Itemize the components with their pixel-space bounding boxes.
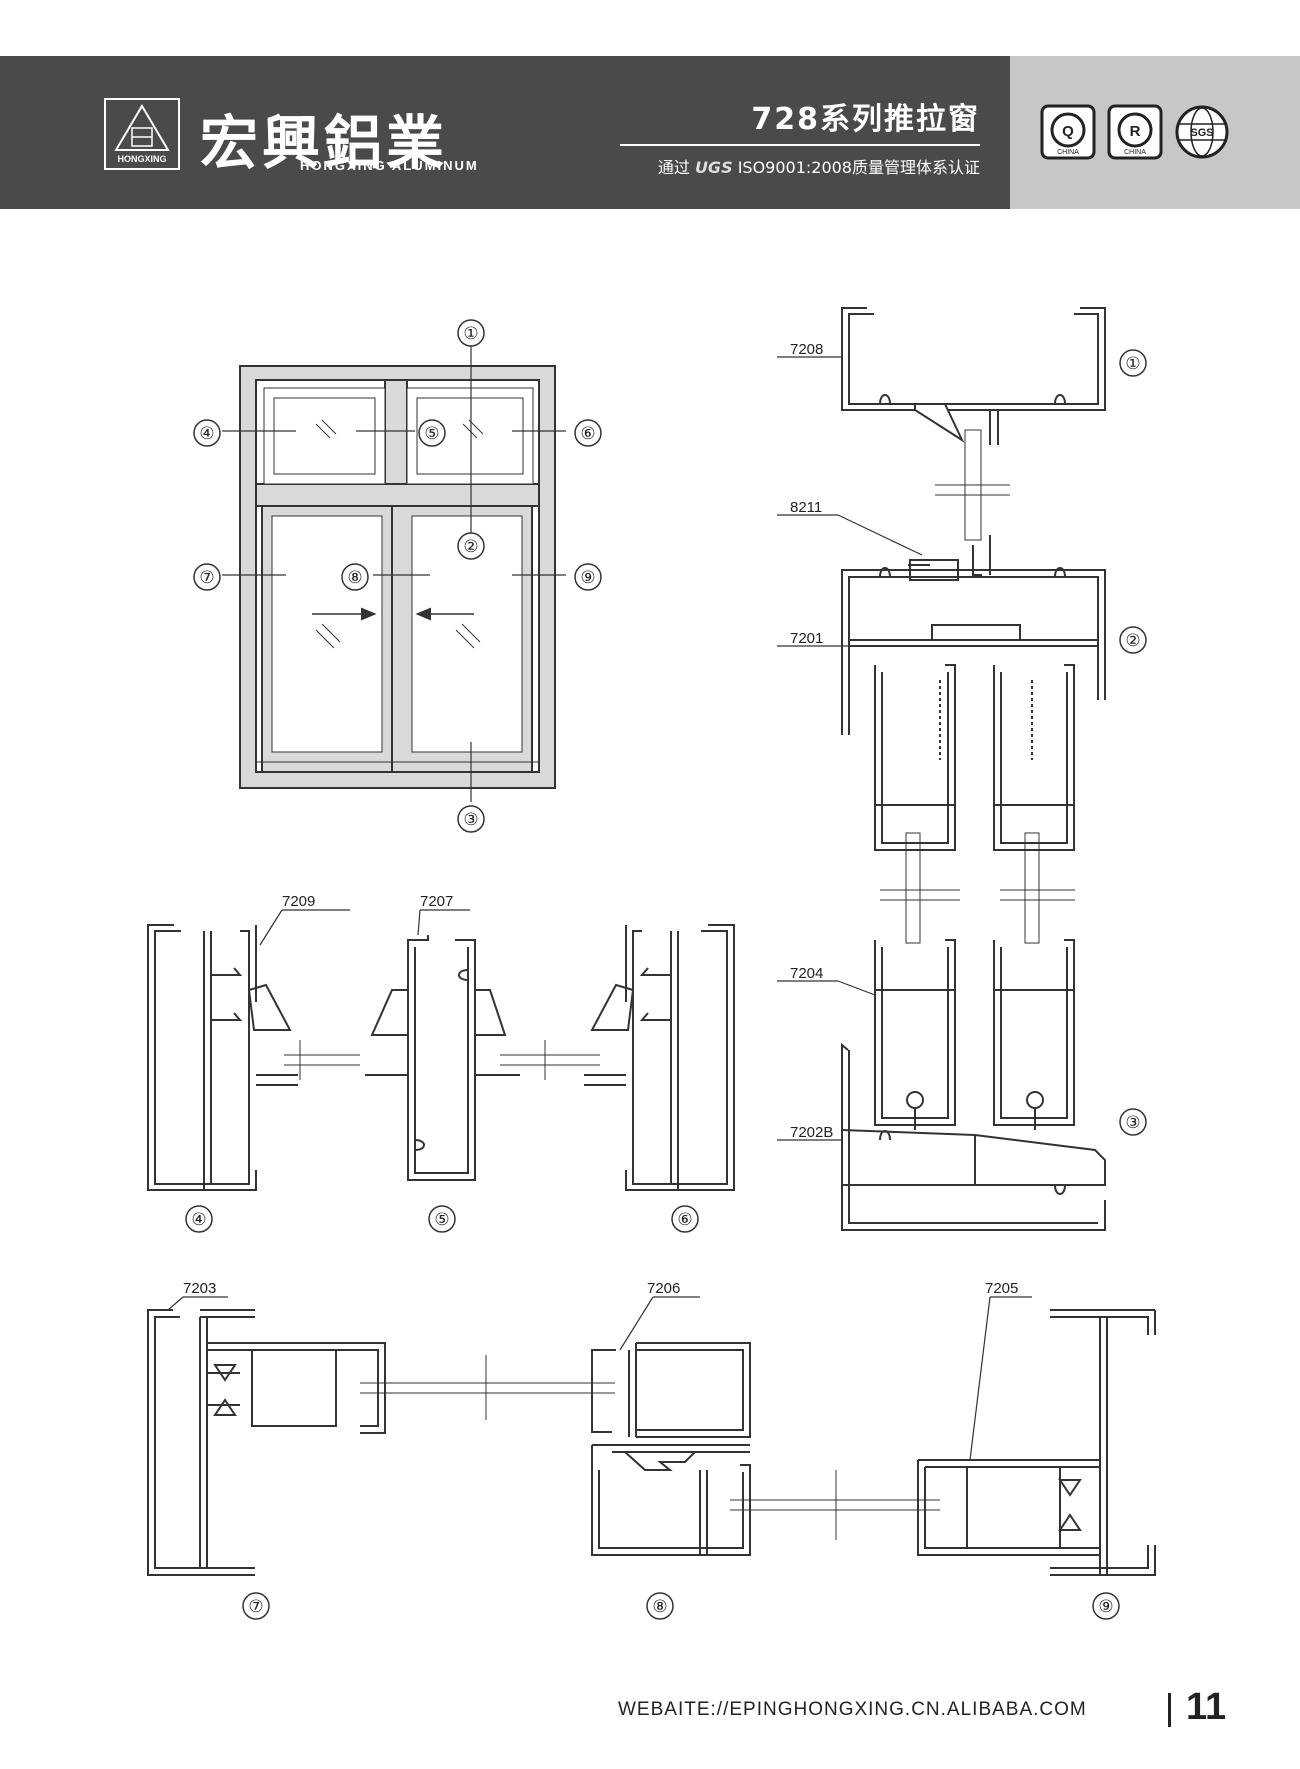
brand-name-cn: 宏興鋁業 bbox=[200, 109, 449, 177]
title-rule bbox=[620, 144, 980, 146]
vsec-callout-1: ① bbox=[1125, 354, 1140, 373]
elev-callout-4: ④ bbox=[199, 424, 214, 443]
profile-7205: 7205 bbox=[985, 1280, 1018, 1297]
elev-callout-8: ⑧ bbox=[347, 568, 362, 587]
page-number: 11 bbox=[1186, 1686, 1227, 1728]
profile-7204: 7204 bbox=[790, 965, 823, 982]
svg-text:SGS: SGS bbox=[1190, 127, 1213, 139]
cert-text: ISO9001:2008质量管理体系认证 bbox=[737, 158, 980, 177]
section-callout-9: ⑨ bbox=[1098, 1597, 1113, 1616]
elev-callout-7: ⑦ bbox=[199, 568, 214, 587]
logo-label: HONGXING bbox=[117, 154, 167, 164]
vsec-callout-3: ③ bbox=[1125, 1113, 1140, 1132]
profile-7203: 7203 bbox=[183, 1280, 216, 1297]
quality-badge-icon: Q CHINA bbox=[1040, 104, 1096, 160]
profile-7208: 7208 bbox=[790, 341, 823, 358]
elev-callout-6: ⑥ bbox=[580, 424, 595, 443]
section-callout-7: ⑦ bbox=[248, 1597, 263, 1616]
hongxing-logo-icon bbox=[104, 98, 180, 170]
footer-divider bbox=[1168, 1693, 1171, 1727]
elev-callout-3: ③ bbox=[463, 810, 478, 829]
footer-url: WEBAITE://EPINGHONGXING.CN.ALIBABA.COM bbox=[618, 1699, 1087, 1720]
profile-7207: 7207 bbox=[420, 893, 453, 910]
svg-text:CHINA: CHINA bbox=[1124, 149, 1146, 156]
elev-callout-9: ⑨ bbox=[580, 568, 595, 587]
transom-sections bbox=[147, 909, 735, 1191]
vertical-section bbox=[777, 307, 1106, 1231]
section-callout-8: ⑧ bbox=[652, 1597, 667, 1616]
brand-name-en: HONGXING ALUMINUM bbox=[300, 158, 479, 173]
window-elevation bbox=[222, 346, 566, 802]
section-callout-5: ⑤ bbox=[434, 1210, 449, 1229]
profile-8211: 8211 bbox=[790, 499, 822, 516]
header-band-dark bbox=[0, 56, 1010, 209]
ugs-logo: UGS bbox=[694, 158, 733, 177]
vsec-callout-2: ② bbox=[1125, 631, 1140, 650]
elev-callout-2: ② bbox=[463, 537, 478, 556]
section-callout-4: ④ bbox=[191, 1210, 206, 1229]
elev-callout-5: ⑤ bbox=[424, 424, 439, 443]
svg-text:Q: Q bbox=[1062, 123, 1074, 140]
profile-7201: 7201 bbox=[790, 630, 823, 647]
cert-prefix: 通过 bbox=[657, 158, 690, 177]
sgs-globe-icon: SGS bbox=[1175, 105, 1229, 159]
jamb-sections bbox=[147, 1296, 1156, 1576]
profile-7202b: 7202B bbox=[790, 1124, 833, 1141]
elevation-callouts bbox=[193, 319, 602, 833]
svg-text:R: R bbox=[1130, 123, 1141, 140]
certification-line: 通过 UGS ISO9001:2008质量管理体系认证 bbox=[658, 154, 980, 178]
registered-badge-icon: R CHINA bbox=[1107, 104, 1163, 160]
elev-callout-1: ① bbox=[463, 324, 478, 343]
profile-7209: 7209 bbox=[282, 893, 315, 910]
section-callout-6: ⑥ bbox=[677, 1210, 692, 1229]
svg-text:CHINA: CHINA bbox=[1057, 149, 1079, 156]
page-header: HONGXING 宏興鋁業 HONGXING ALUMINUM 728系列推拉窗… bbox=[0, 56, 1300, 209]
profile-7206: 7206 bbox=[647, 1280, 680, 1297]
series-title: 728系列推拉窗 bbox=[751, 102, 980, 137]
